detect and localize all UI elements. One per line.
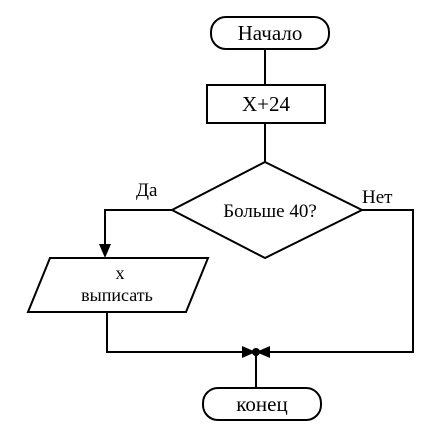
decision-node-shape — [169, 160, 365, 260]
arrow-down-to-output — [99, 244, 111, 258]
decision-node: Больше 40? — [169, 160, 365, 260]
end-node-shape — [202, 387, 322, 421]
output-node-shape — [26, 257, 210, 313]
end-node: конец — [202, 387, 322, 421]
decision-node-label: Больше 40? — [223, 201, 317, 222]
process-node-label: X+24 — [242, 92, 291, 116]
branch-yes-label: Да — [136, 180, 158, 201]
process-node-shape — [206, 84, 326, 124]
output-node-label-line2: выписать — [81, 285, 153, 305]
end-node-label: конец — [236, 392, 287, 416]
process-node: X+24 — [206, 84, 326, 124]
start-node: Начало — [210, 16, 330, 50]
connector-no-branch — [270, 209, 414, 353]
connector-yes-branch — [104, 209, 172, 244]
start-node-shape — [210, 16, 330, 50]
start-node-label: Начало — [238, 21, 303, 45]
connector-output-to-merge — [106, 312, 242, 353]
arrow-left-to-merge — [256, 346, 270, 358]
branch-no-label: Нет — [362, 187, 393, 208]
output-node: x выписать — [26, 257, 210, 313]
arrow-right-to-merge — [242, 346, 256, 358]
output-node-label-line1: x — [116, 263, 125, 283]
